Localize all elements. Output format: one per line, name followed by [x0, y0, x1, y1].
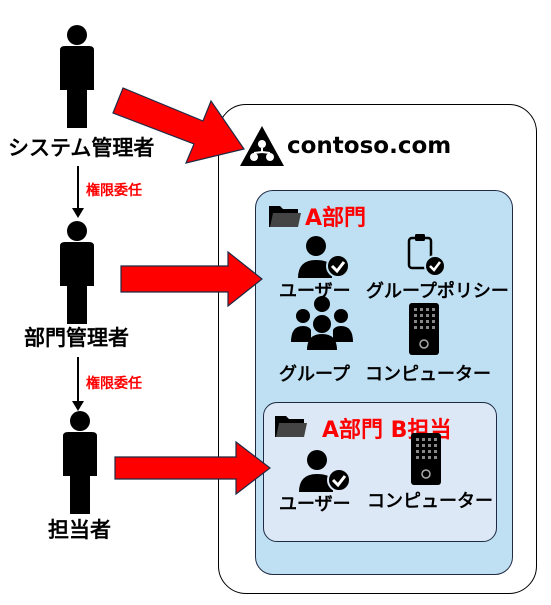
ou-a-title: A部門 — [305, 206, 367, 231]
ou-a-user-icon — [298, 236, 350, 278]
delegation-label-2: 権限委任 — [86, 376, 142, 392]
delegation-arrow-2-line — [77, 357, 79, 403]
system-admin-person-icon — [60, 25, 94, 128]
delegation-arrow-1-head — [72, 208, 84, 218]
ou-a-groups-label: グループ — [279, 364, 350, 385]
delegation-arrow-2-head — [72, 401, 84, 411]
person-in-charge-label: 担当者 — [48, 518, 111, 542]
delegation-label-1: 権限委任 — [86, 183, 142, 199]
ou-a-group-policy-icon — [407, 234, 446, 277]
domain-name: contoso.com — [287, 133, 452, 159]
ou-a-computer-icon — [409, 303, 439, 355]
ou-a-computers-label: コンピューター — [365, 364, 491, 385]
ou-a-b-computers-label: コンピューター — [367, 491, 493, 512]
ou-a-group-policy-label: グループポリシー — [366, 281, 509, 302]
ou-a-b-user-icon — [299, 450, 351, 492]
dept-admin-label: 部門管理者 — [24, 326, 129, 350]
domain-tree-icon — [240, 126, 284, 166]
dept-admin-person-icon — [60, 221, 94, 324]
ou-a-folder-icon — [269, 206, 301, 227]
person-in-charge-icon — [63, 411, 97, 514]
ou-a-users-label: ユーザー — [279, 281, 351, 302]
system-admin-label: システム管理者 — [8, 136, 155, 160]
ou-a-b-computer-icon — [411, 433, 441, 485]
delegation-arrow-1-line — [77, 166, 79, 210]
ou-a-b-folder-icon — [275, 416, 307, 437]
ou-a-b-users-label: ユーザー — [279, 494, 351, 515]
ou-a-group-icon — [291, 296, 353, 350]
